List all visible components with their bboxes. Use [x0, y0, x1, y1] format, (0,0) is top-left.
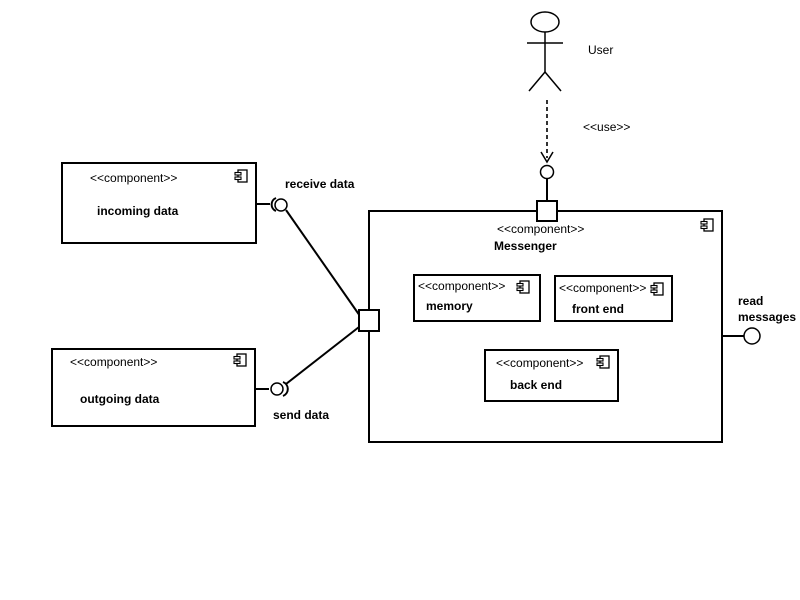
- use-arrowhead: [540, 151, 554, 164]
- front-end-box: [554, 275, 673, 322]
- actor-left-leg: [528, 71, 546, 92]
- memory-stereotype: <<component>>: [418, 279, 505, 293]
- part-front-end[interactable]: <<component>> front end: [554, 275, 673, 322]
- receive-data-label: receive data: [285, 177, 355, 191]
- use-label: <<use>>: [583, 120, 630, 134]
- messenger-left-port[interactable]: [358, 309, 380, 332]
- receive-socket: [270, 197, 277, 212]
- read-messages-lollipop[interactable]: [743, 327, 761, 345]
- incoming-data-name: incoming data: [97, 204, 179, 218]
- memory-box: [413, 274, 541, 322]
- back-end-stereotype: <<component>>: [496, 356, 583, 370]
- messenger-top-port[interactable]: [536, 200, 558, 222]
- component-messenger[interactable]: <<component>> Messenger <<component>> me…: [368, 210, 723, 443]
- send-data-label: send data: [273, 408, 329, 422]
- messenger-name: Messenger: [494, 239, 557, 253]
- back-end-box: [484, 349, 619, 402]
- incoming-data-box: [61, 162, 257, 244]
- front-end-stereotype: <<component>>: [559, 281, 646, 295]
- back-end-name: back end: [510, 378, 562, 392]
- send-data-ball[interactable]: [270, 382, 284, 396]
- outgoing-data-box: [51, 348, 256, 427]
- part-back-end[interactable]: <<component>> back end: [484, 349, 619, 402]
- user-interface-lollipop[interactable]: [539, 164, 555, 180]
- actor-name: User: [588, 43, 613, 57]
- actor-head: [530, 11, 560, 33]
- actor-right-leg: [544, 71, 562, 92]
- send-data-connector: [285, 326, 360, 385]
- memory-name: memory: [426, 299, 473, 313]
- read-messages-label-line2: messages: [738, 310, 796, 324]
- component-incoming-data[interactable]: <<component>> incoming data: [61, 162, 257, 244]
- receive-data-connector: [285, 209, 361, 317]
- messenger-stereotype: <<component>>: [497, 222, 584, 236]
- part-memory[interactable]: <<component>> memory: [413, 274, 541, 322]
- outgoing-stereotype: <<component>>: [70, 355, 157, 369]
- messenger-box: [368, 210, 723, 443]
- front-end-name: front end: [572, 302, 624, 316]
- outgoing-data-name: outgoing data: [80, 392, 160, 406]
- send-socket: [282, 381, 289, 397]
- read-messages-label-line1: read: [738, 294, 763, 308]
- incoming-stereotype: <<component>>: [90, 171, 177, 185]
- component-outgoing-data[interactable]: <<component>> outgoing data: [51, 348, 256, 427]
- receive-data-ball[interactable]: [274, 198, 288, 212]
- user-actor[interactable]: [527, 11, 563, 92]
